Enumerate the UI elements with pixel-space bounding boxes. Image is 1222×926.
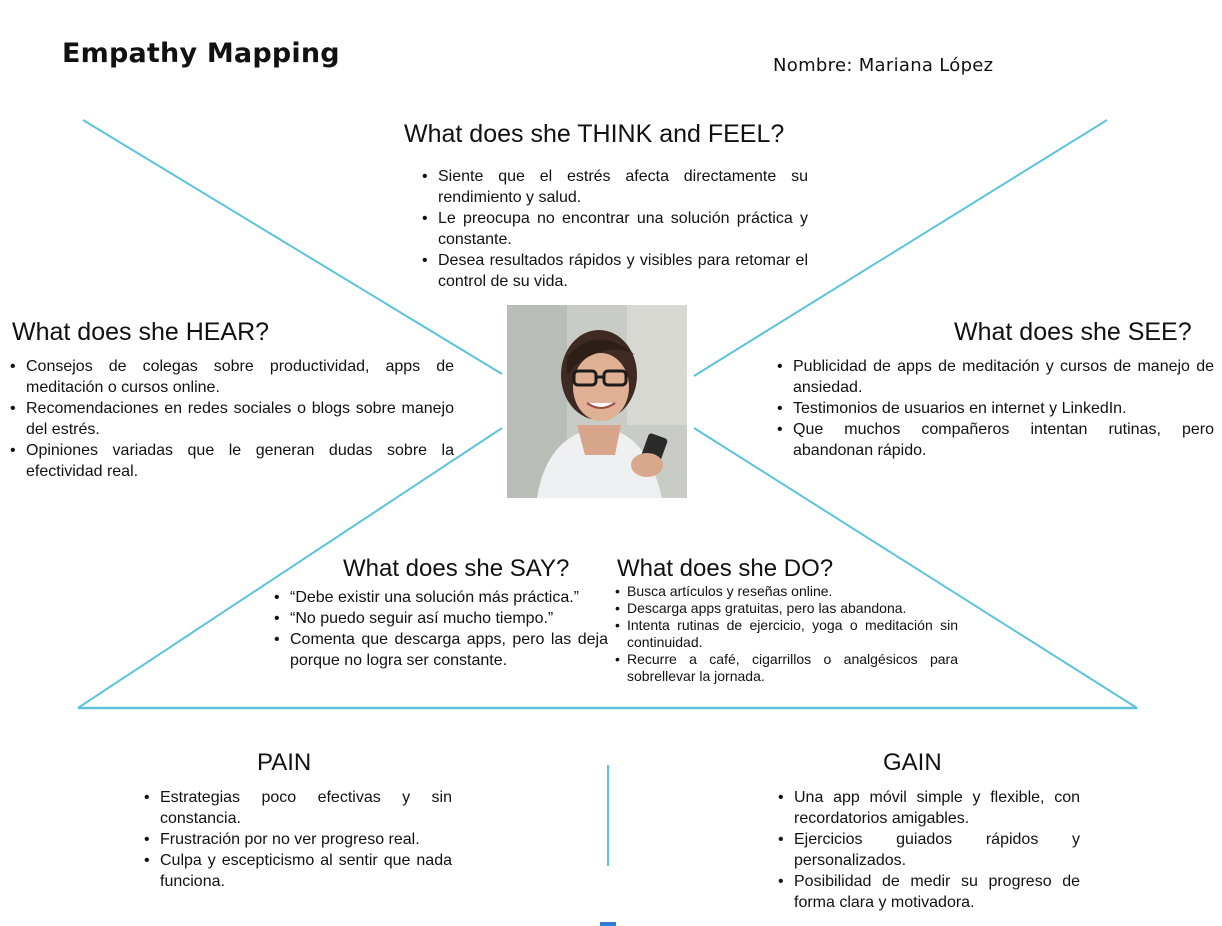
hear-heading: What does she HEAR? bbox=[12, 318, 270, 346]
list-item: Publicidad de apps de meditación y curso… bbox=[775, 356, 1214, 398]
list-item: Que muchos compañeros intentan rutinas, … bbox=[775, 419, 1214, 461]
diagonal-top-left bbox=[82, 119, 503, 375]
list-item: “Debe existir una solución más práctica.… bbox=[272, 587, 608, 608]
think-feel-list: Siente que el estrés afecta directamente… bbox=[420, 166, 808, 292]
diagonal-top-right bbox=[693, 119, 1108, 377]
list-item: Frustración por no ver progreso real. bbox=[142, 829, 452, 850]
do-heading: What does she DO? bbox=[617, 555, 834, 582]
gain-heading: GAIN bbox=[883, 749, 942, 776]
list-item: Recomendaciones en redes sociales o blog… bbox=[8, 398, 454, 440]
list-item: Ejercicios guiados rápidos y personaliza… bbox=[776, 829, 1080, 871]
see-list: Publicidad de apps de meditación y curso… bbox=[775, 356, 1214, 461]
list-item: Recurre a café, cigarrillos o analgésico… bbox=[613, 651, 958, 685]
list-item: Comenta que descarga apps, pero las deja… bbox=[272, 629, 608, 671]
persona-photo bbox=[507, 305, 687, 498]
list-item: Le preocupa no encontrar una solución pr… bbox=[420, 208, 808, 250]
list-item: Busca artículos y reseñas online. bbox=[613, 583, 958, 600]
list-item: Consejos de colegas sobre productividad,… bbox=[8, 356, 454, 398]
list-item: Desea resultados rápidos y visibles para… bbox=[420, 250, 808, 292]
list-item: Estrategias poco efectivas y sin constan… bbox=[142, 787, 452, 829]
persona-photo-illustration bbox=[507, 305, 687, 498]
list-item: Opiniones variadas que le generan dudas … bbox=[8, 440, 454, 482]
list-item: “No puedo seguir así mucho tiempo.” bbox=[272, 608, 608, 629]
list-item: Culpa y escepticismo al sentir que nada … bbox=[142, 850, 452, 892]
list-item: Siente que el estrés afecta directamente… bbox=[420, 166, 808, 208]
gain-list: Una app móvil simple y flexible, con rec… bbox=[776, 787, 1080, 913]
think-feel-heading: What does she THINK and FEEL? bbox=[404, 120, 785, 148]
list-item: Una app móvil simple y flexible, con rec… bbox=[776, 787, 1080, 829]
list-item: Posibilidad de medir su progreso de form… bbox=[776, 871, 1080, 913]
hear-list: Consejos de colegas sobre productividad,… bbox=[8, 356, 454, 482]
list-item: Descarga apps gratuitas, pero las abando… bbox=[613, 600, 958, 617]
diagonal-bottom-right bbox=[693, 427, 1138, 709]
page-indicator-mark bbox=[600, 922, 616, 926]
list-item: Intenta rutinas de ejercicio, yoga o med… bbox=[613, 617, 958, 651]
see-heading: What does she SEE? bbox=[954, 318, 1192, 346]
pain-heading: PAIN bbox=[257, 749, 312, 776]
do-list: Busca artículos y reseñas online. Descar… bbox=[613, 583, 958, 685]
list-item: Testimonios de usuarios en internet y Li… bbox=[775, 398, 1214, 419]
persona-name: Nombre: Mariana López bbox=[773, 55, 994, 76]
say-list: “Debe existir una solución más práctica.… bbox=[272, 587, 608, 671]
say-heading: What does she SAY? bbox=[343, 555, 570, 582]
page-title: Empathy Mapping bbox=[62, 38, 340, 69]
pain-list: Estrategias poco efectivas y sin constan… bbox=[142, 787, 452, 892]
